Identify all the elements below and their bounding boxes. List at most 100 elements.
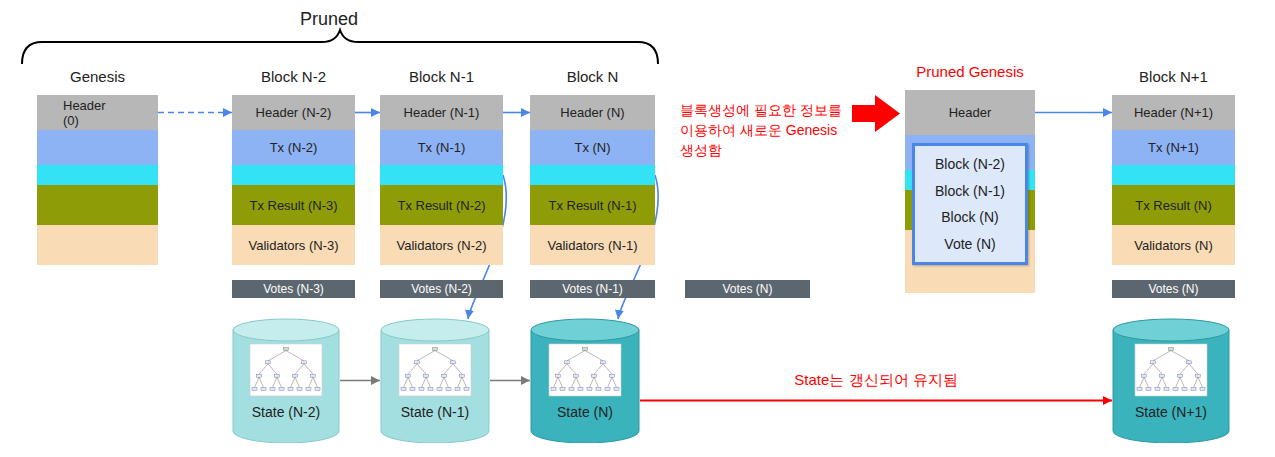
connector: [158, 112, 232, 114]
tree-node: [578, 388, 583, 391]
field-label: Tx (N+1): [1148, 140, 1199, 155]
tree-node: [1155, 388, 1160, 391]
cylinder-body: [531, 330, 639, 443]
field-label: Header (N-1): [404, 105, 480, 120]
tree-link: [1153, 351, 1171, 361]
tree-link: [558, 364, 567, 374]
block-field: Header (N): [530, 95, 655, 130]
tree-link: [585, 351, 603, 361]
tree-link: [554, 377, 559, 387]
tree-link: [304, 364, 313, 374]
tree-node: [551, 388, 556, 391]
field-label: Validators (N-3): [248, 238, 338, 253]
tree-node: [1160, 374, 1165, 377]
block-band: [37, 130, 158, 165]
field-label: Header: [949, 105, 992, 120]
votes-label: Votes (N): [722, 282, 772, 296]
tree-node: [252, 388, 257, 391]
tree-link: [417, 351, 435, 361]
votes-label: Votes (N-2): [411, 282, 472, 296]
tree-link: [417, 364, 426, 374]
tree-node: [261, 388, 266, 391]
tree-node: [266, 361, 271, 364]
tree-node: [419, 388, 424, 391]
tree-link: [572, 377, 577, 387]
pruned-item: Block (N): [941, 209, 999, 225]
state-label: State (N+1): [1112, 404, 1230, 420]
field-label: Tx Result (N-3): [249, 198, 337, 213]
field-label: Header (0): [63, 98, 120, 128]
tree-link: [295, 377, 300, 387]
tree-link: [277, 377, 282, 387]
block-band: [530, 165, 655, 185]
block-title: Block N-1: [360, 68, 523, 85]
tree-link: [295, 364, 304, 374]
votes-bar: Votes (N-1): [530, 280, 655, 298]
cylinder-top: [381, 319, 489, 341]
field-label: Tx (N-2): [270, 140, 318, 155]
tree-link: [1144, 364, 1153, 374]
tree-node: [1146, 388, 1151, 391]
tree-node: [401, 388, 406, 391]
tree-link: [558, 377, 563, 387]
tree-node: [1169, 348, 1174, 351]
tree-node: [415, 361, 420, 364]
tree-link: [1189, 364, 1198, 374]
tree-link: [1144, 377, 1149, 387]
tree-link: [291, 377, 296, 387]
tree-node: [574, 374, 579, 377]
block-box: Block N-2Header (N-2)Tx (N-2)Tx Result (…: [232, 95, 355, 265]
tree-link: [444, 377, 449, 387]
block-field: Tx Result (N-2): [380, 185, 503, 225]
tree-link: [1158, 377, 1163, 387]
cylinder-body: [381, 330, 489, 443]
tree-link: [594, 364, 603, 374]
block-title: Pruned Genesis: [885, 63, 1055, 80]
tree-node: [270, 388, 275, 391]
tree-link: [462, 377, 467, 387]
tree-link: [1162, 377, 1167, 387]
state-store: State (N-2): [232, 318, 340, 443]
tree-link: [404, 377, 409, 387]
pruned-item: Block (N-1): [935, 183, 1005, 199]
tree-node: [592, 374, 597, 377]
cylinder-top: [1113, 319, 1229, 341]
cylinder-top: [233, 319, 339, 341]
tree-link: [567, 351, 585, 361]
tree-node: [1196, 374, 1201, 377]
tree-link: [273, 377, 278, 387]
tree-link: [576, 377, 581, 387]
connector: [1035, 112, 1112, 114]
block-field: Tx (N-2): [232, 130, 355, 165]
state-label: State (N): [530, 404, 640, 420]
connector-label: State는 갱신되어 유지됨: [791, 371, 960, 390]
tree-node: [406, 374, 411, 377]
tree-link: [408, 364, 417, 374]
tree-node: [451, 361, 456, 364]
tree-node: [288, 388, 293, 391]
tree-picture: [250, 344, 322, 396]
block-field: Header (N+1): [1112, 95, 1235, 130]
tree-link: [453, 364, 462, 374]
tree-node: [315, 388, 320, 391]
tree-node: [311, 374, 316, 377]
tree-link: [603, 364, 612, 374]
tree-link: [612, 377, 617, 387]
state-store: State (N-1): [380, 318, 490, 443]
field-label: Tx Result (N-2): [397, 198, 485, 213]
connector: [640, 400, 1112, 402]
annotation-note: 블록생성에 필요한 정보를 이용하여 새로운 Genesis 생성함: [680, 100, 848, 160]
block-title: Block N+1: [1092, 68, 1255, 85]
tree-node: [437, 388, 442, 391]
tree-node: [569, 388, 574, 391]
tree-node: [596, 388, 601, 391]
tree-node: [1164, 388, 1169, 391]
tree-node: [424, 374, 429, 377]
tree-node: [1151, 361, 1156, 364]
tree-node: [1137, 388, 1142, 391]
field-label: Tx (N): [574, 140, 610, 155]
tree-picture: [399, 344, 471, 396]
tree-node: [446, 388, 451, 391]
block-title: Genesis: [17, 68, 178, 85]
